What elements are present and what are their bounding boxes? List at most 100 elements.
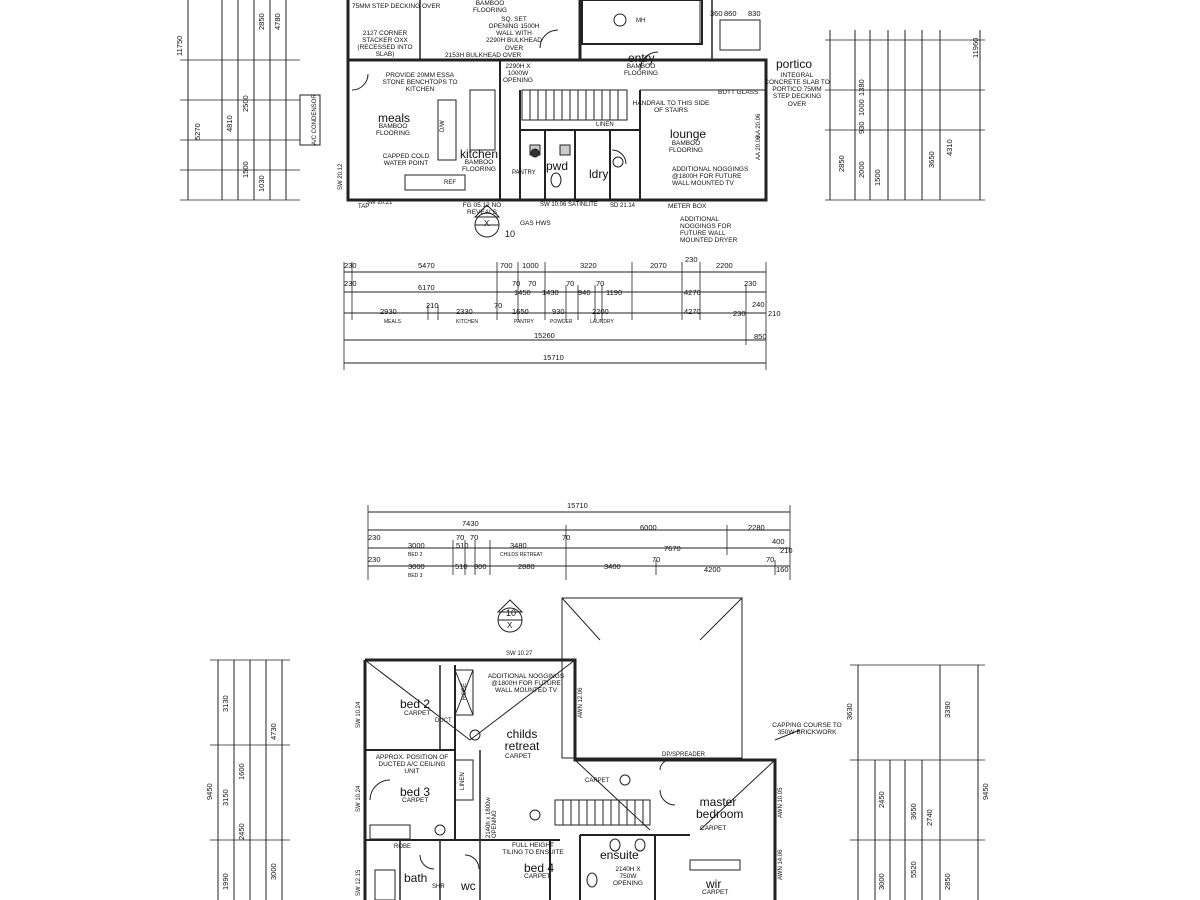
room-ldry: ldry xyxy=(589,167,609,181)
window-code: SW 12.15 xyxy=(356,869,362,896)
dishwasher-label: D/W xyxy=(440,120,446,132)
dim-label: 940 xyxy=(578,288,591,297)
room-master-floor: CARPET xyxy=(700,825,727,832)
window-code: SW 10.27 xyxy=(506,651,533,657)
note-handrail: HANDRAIL TO THIS SIDE OF STAIRS xyxy=(632,100,710,115)
dim-label: 1500 xyxy=(873,169,882,186)
dim-label: 11960 xyxy=(971,37,980,58)
dim-label: 2450 xyxy=(237,823,246,840)
dim-label: 800 xyxy=(474,562,487,571)
dim-label: 3400 xyxy=(604,562,621,571)
dim-label: 510 xyxy=(455,562,468,571)
note-meter-box: METER BOX xyxy=(668,203,707,210)
dim-label: 70 xyxy=(494,301,503,310)
room-childs-floor: CARPET xyxy=(505,753,532,760)
dim-label: 230 xyxy=(368,555,381,564)
dim-label: 3130 xyxy=(221,695,230,712)
dim-label: 4730 xyxy=(269,723,278,740)
room-wir-floor: CARPET xyxy=(702,889,729,896)
window-code: SW 10.24 xyxy=(356,701,362,728)
fridge-label: REF xyxy=(444,180,456,186)
dim-label: 3630 xyxy=(845,703,854,720)
dim-sublabel: CHILDS RETREAT xyxy=(500,552,543,558)
note-benchtops: PROVIDE 20mm ESSA STONE BENCHTOPS TO KIT… xyxy=(382,72,458,94)
ground-floor-outline xyxy=(346,58,768,202)
dim-label: 210 xyxy=(426,301,439,310)
dim-label: 1450 xyxy=(514,288,531,297)
note-stacker: 2127 CORNER STACKER OXX (RECESSED INTO S… xyxy=(357,30,413,59)
note-fg-window: FG 05.12 NO REVEALS xyxy=(462,202,502,217)
dim-label: 11750 xyxy=(175,35,184,56)
note-bamboo-top: BAMBOO FLOORING xyxy=(473,0,507,15)
note-noggings-tv: ADDITIONAL NOGGINGS @1800h FOR FUTURE WA… xyxy=(672,166,749,188)
dim-label: 2500 xyxy=(241,95,250,112)
room-lounge: lounge xyxy=(670,127,707,141)
window-code: SW 10.06 SATINLITE xyxy=(540,202,598,208)
dim-sublabel: MEALS xyxy=(384,319,401,325)
dim-label: 4270 xyxy=(684,307,701,316)
dim-label: 400 xyxy=(772,537,785,546)
dim-label: 4810 xyxy=(225,115,234,132)
dim-label: 2450 xyxy=(877,791,886,808)
dim-sublabel: BED 2 xyxy=(408,552,423,558)
dim-label: 70 xyxy=(528,279,537,288)
robe-label-bed3: ROBE xyxy=(394,844,412,850)
dim-label: 4310 xyxy=(945,139,954,156)
dim-label: 9450 xyxy=(981,783,990,800)
dim-label: 70 xyxy=(566,279,575,288)
ff-note-capping: CAPPING COURSE TO 350w BRICKWORK xyxy=(772,722,842,737)
dim-sublabel: PANTRY xyxy=(514,319,534,325)
dim-label: 9450 xyxy=(205,783,214,800)
dim-label: 160 xyxy=(776,565,789,574)
dim-label: 3150 xyxy=(221,789,230,806)
dim-label: 1500 xyxy=(241,161,250,178)
carpet-label: CARPET xyxy=(585,778,610,784)
dim-label: 5520 xyxy=(909,861,918,878)
window-code: AWN 14.06 xyxy=(778,849,784,880)
dim-label: 7670 xyxy=(664,544,681,553)
ff-note-tiling: FULL HEIGHT TILING TO ENSUITE xyxy=(502,842,564,857)
dim-label: 2000 xyxy=(857,161,866,178)
note-portico-slab: INTEGRAL CONCRETE SLAB TO PORTICO 75MM S… xyxy=(764,72,830,108)
ff-section-num: 10 xyxy=(506,608,517,618)
dim-label: 3000 xyxy=(408,541,425,550)
dim-label: 1190 xyxy=(606,288,623,297)
note-ac-condensor: A/C CONDENSOR xyxy=(312,94,318,145)
dim-label: 3390 xyxy=(943,701,952,718)
dim-label: 1380 xyxy=(857,79,866,96)
room-bed2-floor: CARPET xyxy=(404,710,431,717)
ff-note-ac-unit: APPROX. POSITION OF DUCTED A/C CEILING U… xyxy=(375,754,449,776)
room-bed3-floor: CARPET xyxy=(402,797,429,804)
dim-label: 230 xyxy=(733,309,746,318)
dim-label: 1000 xyxy=(522,261,539,270)
dim-label: 6170 xyxy=(418,283,435,292)
ff-dim-total: 15710 xyxy=(567,501,588,510)
ff-note-noggings: ADDITIONAL NOGGINGS @1800h FOR FUTURE WA… xyxy=(487,673,565,695)
window-code: SW 10.24 xyxy=(356,785,362,812)
room-ensuite: ensuite xyxy=(600,848,639,862)
room-bed3: bed 3 xyxy=(400,785,431,799)
dim-label: 3000 xyxy=(877,873,886,890)
dim-label: 70 xyxy=(456,533,465,542)
dim-label: 70 xyxy=(596,279,605,288)
room-portico: portico xyxy=(776,57,813,71)
dim-sublabel: KITCHEN xyxy=(456,319,478,325)
dim-label: 2850 xyxy=(943,873,952,890)
window-code: SD 21.14 xyxy=(610,203,636,209)
dim-label: 830 xyxy=(748,9,761,18)
dim-label: 3650 xyxy=(909,803,918,820)
dim-label: 5270 xyxy=(193,123,202,140)
room-bath: bath xyxy=(404,871,428,885)
room-wir: wir xyxy=(706,877,722,891)
dim-label: 2850 xyxy=(257,13,266,30)
note-noggings-dryer: ADDITIONAL NOGGINGS FOR FUTURE WALL MOUN… xyxy=(680,216,738,245)
manhole-label: MH xyxy=(636,18,646,24)
ff-section-letter: X xyxy=(507,621,513,630)
ground-section-letter: X xyxy=(484,219,490,228)
room-lounge-floor: BAMBOO FLOORING xyxy=(669,140,703,154)
dim-label: 1030 xyxy=(257,175,266,192)
room-bed4-floor: CARPET xyxy=(524,873,551,880)
dim-sublabel: LAUNDRY xyxy=(590,319,614,325)
dim-label: 70 xyxy=(766,555,775,564)
dim-label: 230 xyxy=(368,533,381,542)
